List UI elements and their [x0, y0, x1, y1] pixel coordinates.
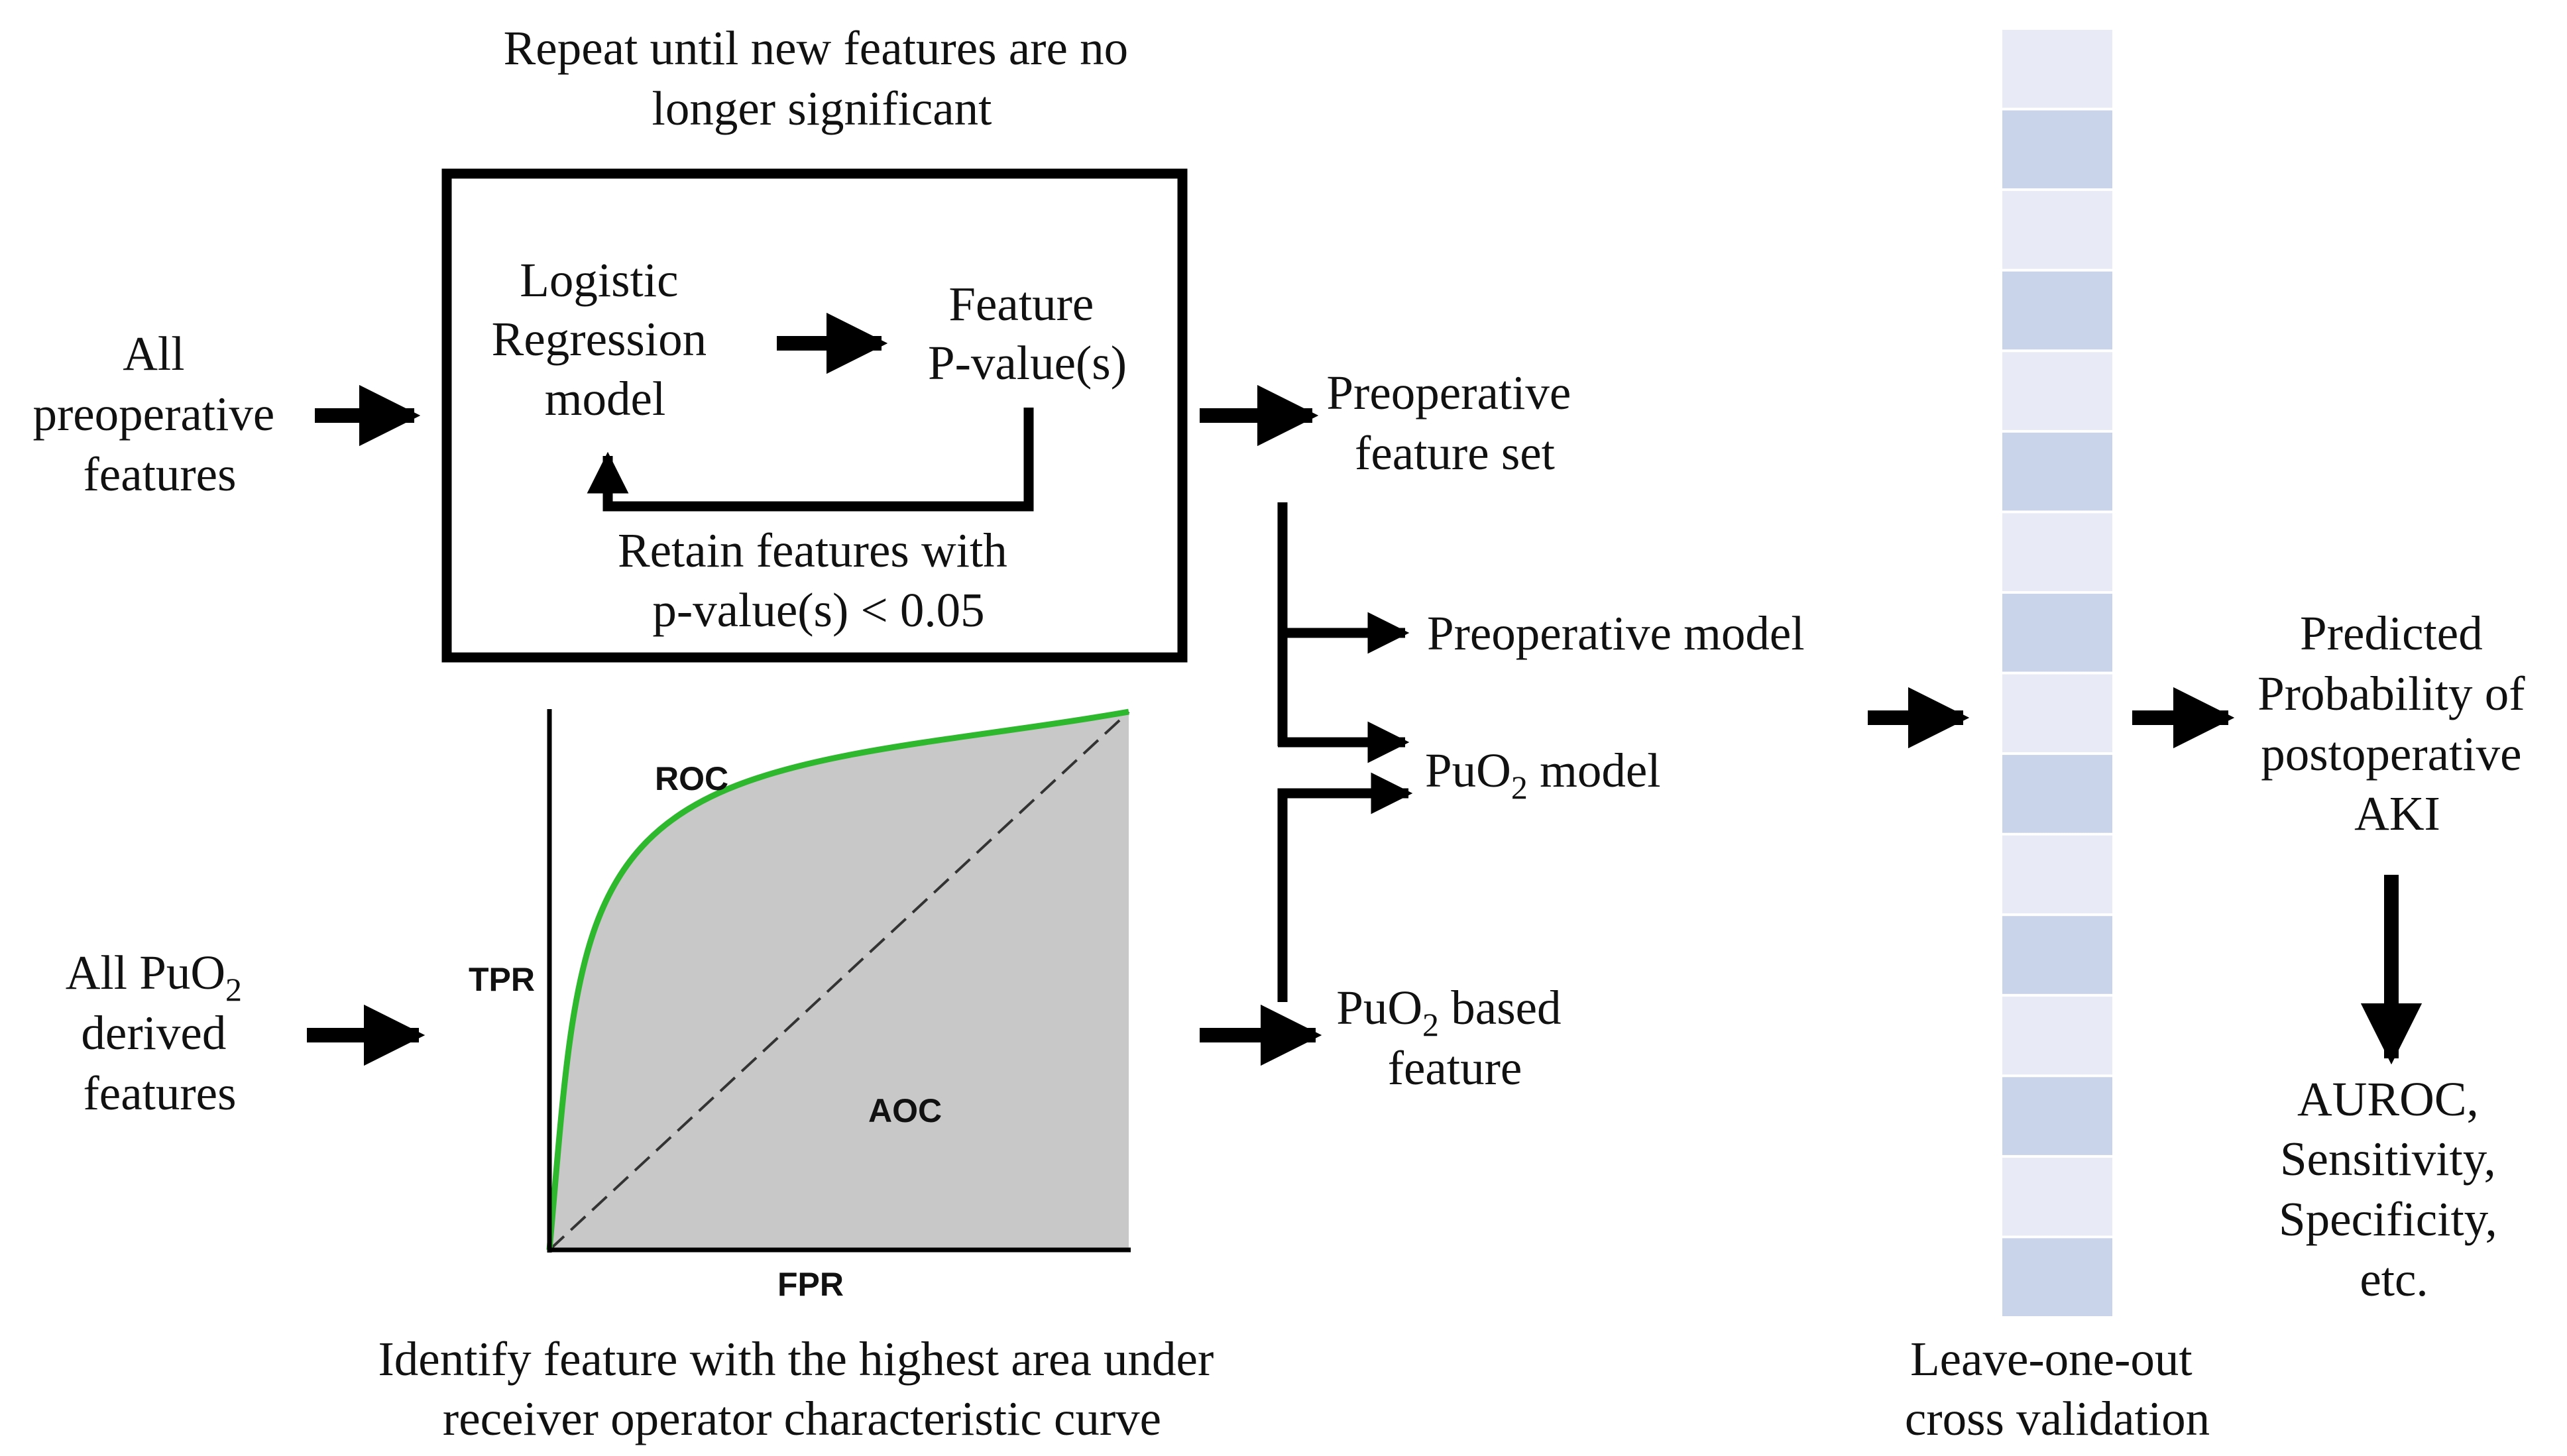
tpr-axis-label: TPR	[469, 961, 535, 998]
validation-fold-cell	[2002, 271, 2112, 350]
leave-one-out-folds	[2002, 30, 2112, 1316]
feedback-arrow	[587, 408, 1034, 512]
logistic-regression-label: Logistic Regression model	[492, 253, 719, 425]
fpr-axis-label: FPR	[777, 1266, 844, 1303]
validation-fold-cell	[2002, 996, 2112, 1075]
validation-fold-cell	[2002, 110, 2112, 189]
feature-pvalue-label: Feature P-value(s)	[928, 277, 1127, 390]
validation-fold-cell	[2002, 352, 2112, 430]
preoperative-feature-set-label: Preoperative feature set	[1326, 366, 1583, 480]
puo2-based-feature-label: PuO2 based feature	[1336, 981, 1573, 1095]
roc-diagonal	[548, 710, 1130, 1251]
retain-features-label: Retain features with p-value(s) < 0.05	[618, 524, 1019, 637]
preoperative-model-label: Preoperative model	[1427, 606, 1805, 660]
validation-fold-cell	[2002, 191, 2112, 269]
area-label: AOC	[868, 1092, 942, 1129]
roc-curve	[546, 708, 1129, 1251]
validation-fold-cell	[2002, 593, 2112, 672]
validation-fold-cell	[2002, 674, 2112, 753]
validation-fold-cell	[2002, 1077, 2112, 1155]
predicted-probability-label: Predicted Probability of postoperative A…	[2257, 606, 2537, 840]
validation-fold-cell	[2002, 835, 2112, 914]
loop-caption: Repeat until new features are no longer …	[504, 21, 1141, 135]
validation-fold-cell	[2002, 513, 2112, 591]
metrics-label: AUROC, Sensitivity, Specificity, etc.	[2279, 1072, 2509, 1306]
validation-caption: Leave-one-out cross validation	[1905, 1332, 2210, 1445]
all-puo2-features-label: All PuO2 derived features	[66, 946, 255, 1120]
validation-fold-cell	[2002, 1238, 2112, 1316]
validation-fold-cell	[2002, 432, 2112, 511]
validation-fold-cell	[2002, 1157, 2112, 1236]
validation-fold-cell	[2002, 916, 2112, 994]
validation-fold-cell	[2002, 30, 2112, 108]
arrow-to-puo2-model-bottom	[1277, 772, 1413, 1002]
selection-loop-box	[441, 168, 1188, 663]
all-preoperative-features-label: All preoperative features	[32, 327, 286, 501]
validation-fold-cell	[2002, 755, 2112, 833]
roc-curve-label: ROC	[655, 760, 728, 797]
puo2-model-label: PuO2 model	[1425, 744, 1661, 806]
roc-caption: Identify feature with the highest area u…	[378, 1332, 1226, 1445]
